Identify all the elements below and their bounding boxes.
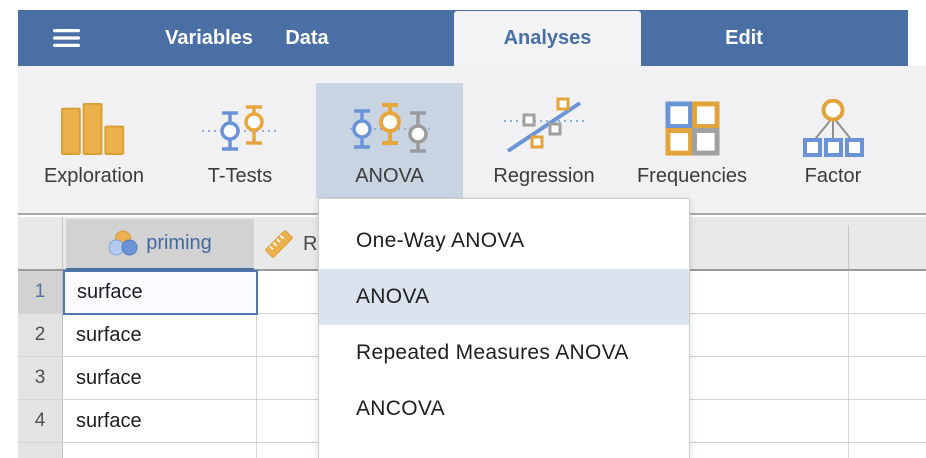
main-menu-button[interactable] (53, 29, 80, 47)
tab-variables[interactable]: Variables (165, 27, 253, 49)
cell-priming[interactable]: surface (76, 409, 142, 432)
ribbon-button-label: ANOVA (355, 165, 424, 187)
ribbon-button-anova[interactable]: ANOVA (316, 83, 463, 198)
anova-dropdown-menu: One-Way ANOVA ANOVA Repeated Measures AN… (318, 198, 690, 458)
row-number-cell[interactable] (18, 443, 63, 458)
header-column-divider (848, 225, 849, 269)
tab-bar: Variables Data Analyses Edit (18, 10, 908, 66)
regression-icon (504, 97, 584, 153)
grid-column-line (256, 271, 257, 458)
ribbon-button-exploration[interactable]: Exploration (29, 83, 159, 198)
ribbon-button-label: Frequencies (636, 165, 748, 187)
grid-column-line (848, 271, 849, 458)
ribbon-button-factor[interactable]: Factor (783, 83, 883, 198)
corner-cell[interactable] (18, 217, 63, 269)
factor-icon (803, 99, 864, 157)
row-number-cell[interactable]: 2 (18, 314, 63, 356)
ribbon-button-label: Exploration (43, 165, 145, 187)
t-test-icon (202, 105, 278, 151)
nominal-variable-icon (108, 230, 138, 256)
tab-edit[interactable]: Edit (725, 27, 763, 49)
tab-data[interactable]: Data (285, 27, 329, 49)
column-name: R (303, 232, 318, 255)
bar-chart-icon (60, 103, 125, 155)
ribbon-button-t-tests[interactable]: T-Tests (190, 83, 290, 198)
ribbon-button-label: Factor (804, 165, 862, 187)
table-row (18, 443, 926, 458)
menu-item-anova[interactable]: ANOVA (319, 269, 689, 325)
menu-item-one-way-anova[interactable]: One-Way ANOVA (356, 229, 525, 252)
menu-item-ancova[interactable]: ANCOVA (356, 397, 445, 420)
frequencies-icon (664, 101, 720, 156)
tab-analyses[interactable]: Analyses (454, 11, 641, 66)
column-header-2[interactable]: R (264, 219, 374, 269)
row-number-cell[interactable]: 4 (18, 400, 63, 442)
menu-item-repeated-measures-anova[interactable]: Repeated Measures ANOVA (356, 341, 629, 364)
cell-priming[interactable]: surface (76, 323, 142, 346)
hamburger-icon (53, 29, 80, 47)
continuous-variable-icon (265, 230, 293, 258)
column-header-priming[interactable]: priming (66, 219, 254, 271)
ribbon-button-label: T-Tests (207, 165, 273, 187)
selected-cell[interactable]: surface (63, 270, 258, 315)
analyses-ribbon: Exploration T-Tests (18, 66, 926, 215)
column-name: priming (146, 232, 212, 254)
anova-icon (349, 103, 430, 153)
row-number-cell[interactable]: 1 (18, 271, 63, 313)
ribbon-button-regression[interactable]: Regression (484, 83, 604, 198)
row-number-cell[interactable]: 3 (18, 357, 63, 399)
ribbon-button-frequencies[interactable]: Frequencies (627, 83, 757, 198)
ribbon-button-label: Regression (493, 165, 595, 187)
cell-priming[interactable]: surface (76, 366, 142, 389)
